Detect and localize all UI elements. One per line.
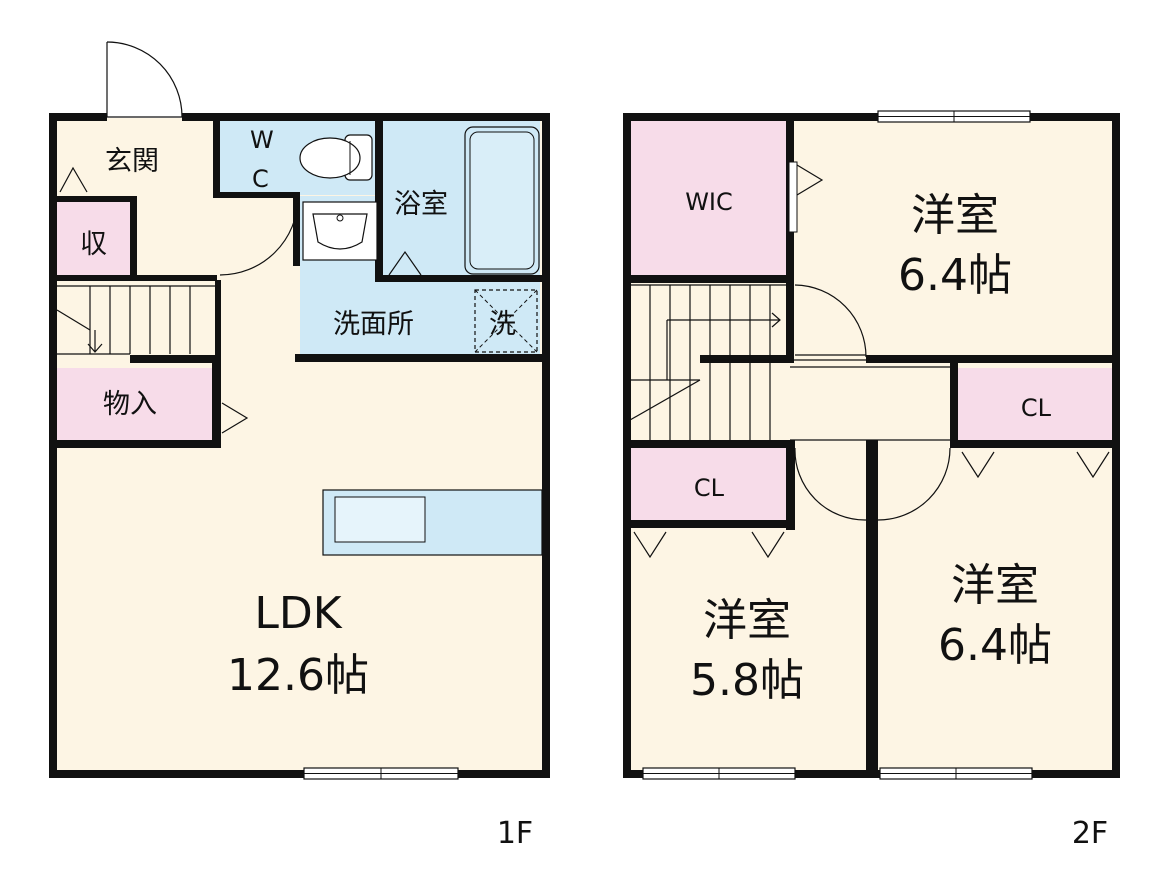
wall	[786, 118, 794, 363]
wall	[950, 360, 958, 448]
room-label-entrance: 玄関	[105, 146, 159, 177]
wall	[130, 355, 220, 363]
cl-west-fill	[630, 448, 787, 520]
cl-east-fill	[958, 368, 1113, 440]
room-label-cl-west: CL	[694, 474, 725, 502]
se-room-door-swing[interactable]	[877, 447, 951, 521]
wall	[630, 275, 790, 283]
room-label-wc-top: W	[250, 126, 274, 154]
wall	[49, 113, 107, 121]
room-size-ne: 6.4帖	[898, 250, 1012, 301]
wall	[866, 355, 1120, 363]
wall	[295, 354, 545, 362]
room-label-washroom: 洗面所	[333, 309, 414, 340]
wic-fill	[630, 118, 787, 275]
room-label-sw: 洋室	[703, 595, 791, 646]
stairs-1f	[56, 285, 215, 355]
sw-room-door-swing[interactable]	[794, 447, 867, 521]
closet-door-marker	[221, 402, 249, 434]
room-label-wc-bottom: C	[252, 165, 269, 193]
cl-east-door-marker-1	[961, 451, 995, 479]
wall	[215, 280, 221, 366]
wall	[57, 440, 219, 448]
stairs-2f	[629, 284, 950, 441]
wall	[458, 770, 550, 778]
wall	[375, 275, 545, 282]
wall	[866, 440, 878, 775]
window-2f-bottom-right	[879, 767, 1033, 780]
wall	[623, 113, 631, 778]
wall	[542, 113, 550, 778]
room-label-wic: WIC	[685, 188, 733, 216]
shoe-cabinet-marker	[59, 166, 88, 193]
window-2f-top	[877, 110, 1031, 123]
wall	[57, 196, 137, 202]
floor-1: 玄関 収 W C 浴室 洗面所 洗 物入 LDK 12.6帖 1F	[49, 41, 550, 851]
room-size-se: 6.4帖	[938, 620, 1052, 671]
wall	[700, 355, 790, 363]
wall	[212, 362, 221, 448]
bathtub-icon	[464, 126, 540, 275]
wall	[630, 440, 795, 448]
wall	[1030, 113, 1120, 121]
room-size-sw: 5.8帖	[690, 655, 804, 706]
closet-fill	[57, 368, 212, 440]
wall	[182, 113, 550, 121]
wall	[49, 770, 304, 778]
floor-label-2f: 2F	[1072, 816, 1108, 851]
entrance-door[interactable]	[106, 41, 183, 118]
room-label-se: 洋室	[951, 560, 1039, 611]
toilet-icon	[299, 134, 373, 181]
wall	[213, 118, 220, 198]
room-label-closet: 物入	[103, 389, 157, 420]
floor-2: WIC 洋室 6.4帖 CL CL 洋室 5.8帖 洋室 6.4帖 2F	[623, 110, 1120, 851]
room-label-ne: 洋室	[911, 190, 999, 241]
washbasin-icon	[302, 201, 378, 261]
wall	[623, 113, 878, 121]
window-1f-bottom	[303, 767, 459, 780]
storage-fill	[57, 200, 130, 277]
room-label-ldk: LDK	[254, 588, 342, 639]
cl-east-door-marker-2	[1076, 451, 1110, 479]
wall	[786, 440, 795, 530]
room-label-storage: 収	[80, 229, 107, 260]
cl-west-door-marker-1	[633, 531, 667, 559]
wic-door-marker	[796, 164, 824, 196]
wall	[795, 770, 880, 778]
room-size-ldk: 12.6帖	[227, 650, 369, 701]
wall	[375, 118, 383, 280]
room-label-bath: 浴室	[394, 189, 448, 220]
floor-label-1f: 1F	[497, 816, 533, 851]
wic-door[interactable]	[788, 161, 798, 233]
wall	[49, 113, 57, 778]
wall	[623, 770, 643, 778]
wall	[950, 440, 1120, 448]
kitchen-counter-icon	[322, 489, 543, 556]
bath-door-marker	[388, 250, 422, 276]
washroom-fill	[300, 282, 540, 354]
cl-west-door-marker-2	[751, 531, 785, 559]
wall	[1032, 770, 1120, 778]
wall	[293, 196, 300, 266]
room-label-cl-east: CL	[1021, 394, 1052, 422]
wall	[220, 192, 300, 198]
wall	[57, 275, 217, 281]
wall	[130, 196, 137, 280]
washing-machine-icon	[474, 289, 538, 353]
wall	[630, 520, 795, 528]
hall-door-swing[interactable]	[219, 197, 299, 276]
ne-room-door-swing[interactable]	[794, 284, 867, 358]
window-2f-bottom-left	[642, 767, 796, 780]
room-label-washer: 洗	[489, 309, 516, 340]
